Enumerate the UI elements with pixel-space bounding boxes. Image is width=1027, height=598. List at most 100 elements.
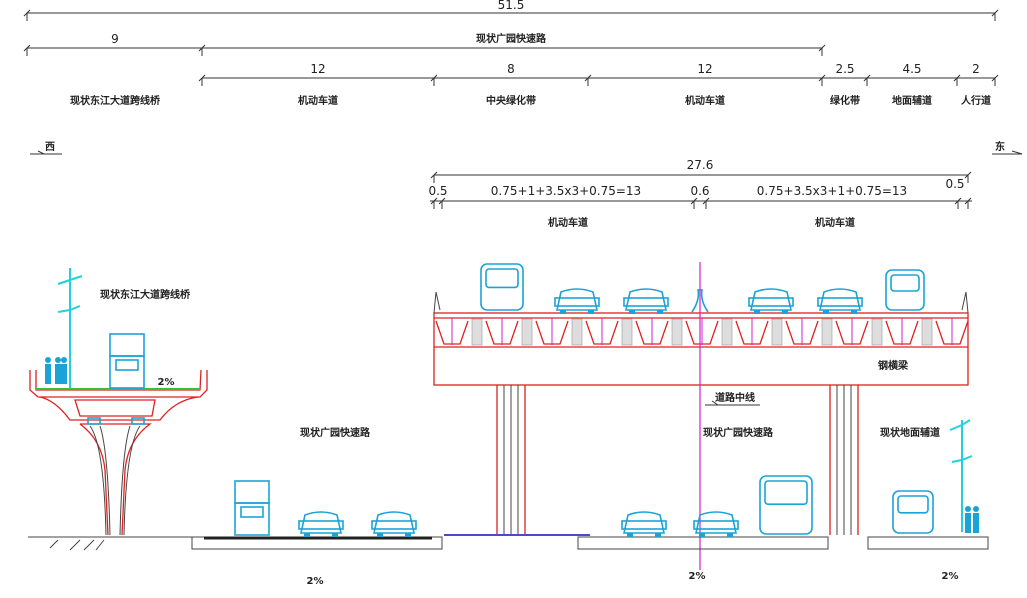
car-wheel bbox=[657, 310, 663, 314]
dimension-tick bbox=[953, 74, 961, 86]
pedestrian-head bbox=[965, 506, 971, 512]
dimension-row-3: 12 8 12 2.5 4.5 2 现状东江大道跨线桥 机动车道 中央绿化带 机… bbox=[70, 62, 995, 107]
viaduct-left-formula: 0.75+1+3.5x3+0.75=13 bbox=[491, 184, 641, 198]
car-wheel bbox=[727, 533, 733, 537]
concrete-infill bbox=[571, 318, 583, 346]
truck-cab bbox=[109, 355, 145, 389]
steel-girders bbox=[435, 318, 969, 346]
car-body bbox=[750, 288, 792, 311]
bus-body bbox=[759, 475, 813, 535]
pedestrian-body bbox=[973, 513, 979, 533]
car-wheel bbox=[304, 533, 310, 537]
west-lamp-2 bbox=[949, 419, 973, 532]
dimension-tick bbox=[430, 171, 438, 183]
truck-cargo bbox=[234, 480, 270, 504]
bus bbox=[885, 269, 925, 311]
car-body bbox=[300, 511, 342, 534]
car-bumper bbox=[623, 297, 669, 307]
seg-label: 机动车道 bbox=[685, 94, 725, 107]
car bbox=[693, 511, 739, 537]
pedestrian-body bbox=[45, 364, 51, 384]
dimension-tick bbox=[991, 9, 999, 21]
concrete-infill bbox=[671, 318, 683, 346]
truck bbox=[109, 333, 145, 389]
dimension-tick bbox=[584, 74, 592, 86]
pedestrians bbox=[45, 357, 979, 533]
concrete-infill bbox=[771, 318, 783, 346]
seg-label: 机动车道 bbox=[298, 94, 338, 107]
pedestrian-body bbox=[55, 364, 61, 384]
car-wheel bbox=[405, 533, 411, 537]
seg-label: 中央绿化带 bbox=[486, 94, 536, 107]
viaduct-right-formula: 0.75+3.5x3+1+0.75=13 bbox=[757, 184, 907, 198]
truck-window bbox=[115, 359, 139, 371]
concrete-infill bbox=[921, 318, 933, 346]
west-bridge-label: 现状东江大道跨线桥 bbox=[100, 288, 191, 301]
dimension-tick bbox=[430, 74, 438, 86]
seg-value: 4.5 bbox=[902, 62, 921, 76]
ground-roads: 现状广园快速路 现状广园快速路 现状地面辅道 2% 2% 2% bbox=[28, 426, 989, 587]
pier-right bbox=[829, 385, 859, 535]
car-body bbox=[819, 288, 861, 311]
car-wheel bbox=[655, 533, 661, 537]
car-body bbox=[695, 511, 737, 534]
car bbox=[371, 511, 417, 537]
viaduct-right-lane-label: 机动车道 bbox=[815, 216, 855, 229]
dimension-tick bbox=[818, 74, 826, 86]
dimension-tick bbox=[23, 44, 31, 56]
seg-value: 2.5 bbox=[835, 62, 854, 76]
slope-label: 2% bbox=[942, 571, 959, 582]
car-bumper bbox=[748, 297, 794, 307]
bus-body bbox=[892, 490, 934, 534]
car-wheel bbox=[851, 310, 857, 314]
dimension-tick bbox=[818, 44, 826, 56]
seg-label: 地面辅道 bbox=[892, 94, 932, 107]
truck-cab bbox=[234, 502, 270, 536]
bus-body bbox=[480, 263, 524, 311]
pedestrian-body bbox=[965, 513, 971, 533]
seg-value: 8 bbox=[507, 62, 515, 76]
slope-label: 2% bbox=[689, 571, 706, 582]
car-bumper bbox=[621, 520, 667, 530]
concrete-infill bbox=[871, 318, 883, 346]
car bbox=[817, 288, 863, 314]
pedestrian-body bbox=[61, 364, 67, 384]
bus-windshield bbox=[890, 274, 920, 292]
viaduct-left-lane-label: 机动车道 bbox=[548, 216, 588, 229]
dimension-row-2: 9 现状广园快速路 bbox=[27, 32, 822, 49]
seg-label: 人行道 bbox=[961, 94, 991, 107]
viaduct-left-edge: 0.5 bbox=[428, 184, 447, 198]
car-wheel bbox=[588, 310, 594, 314]
concrete-infill bbox=[621, 318, 633, 346]
bus bbox=[759, 475, 813, 535]
bus bbox=[480, 263, 524, 311]
car-bumper bbox=[693, 520, 739, 530]
dimension-tick bbox=[954, 197, 962, 209]
dimension-tick bbox=[690, 197, 698, 209]
viaduct-right-edge: 0.5 bbox=[945, 177, 964, 191]
side-road-label: 现状地面辅道 bbox=[880, 426, 940, 439]
seg-label: 现状东江大道跨线桥 bbox=[70, 94, 161, 107]
pier-left bbox=[496, 385, 526, 535]
car-wheel bbox=[377, 533, 383, 537]
truck-window bbox=[240, 506, 264, 518]
concrete-infill bbox=[471, 318, 483, 346]
truck-cargo bbox=[109, 333, 145, 357]
dimension-tick bbox=[438, 197, 446, 209]
west-label: 西 bbox=[45, 141, 55, 153]
expressway-right-label: 现状广园快速路 bbox=[703, 426, 774, 439]
car bbox=[621, 511, 667, 537]
dim-west-bridge-value: 9 bbox=[111, 32, 119, 46]
east-label: 东 bbox=[995, 140, 1005, 153]
concrete-infill bbox=[721, 318, 733, 346]
pedestrian-head bbox=[45, 357, 51, 363]
dimension-tick bbox=[198, 44, 206, 56]
pedestrian-head bbox=[55, 357, 61, 363]
bus-body bbox=[885, 269, 925, 311]
car bbox=[298, 511, 344, 537]
car-bumper bbox=[817, 297, 863, 307]
viaduct-dimensions: 27.6 0.5 0.75+1+3.5x3+0.75=13 0.6 0.75+3… bbox=[428, 158, 972, 229]
concrete-infill bbox=[821, 318, 833, 346]
seg-label: 绿化带 bbox=[830, 94, 860, 107]
dim-total-value: 51.5 bbox=[498, 0, 525, 12]
